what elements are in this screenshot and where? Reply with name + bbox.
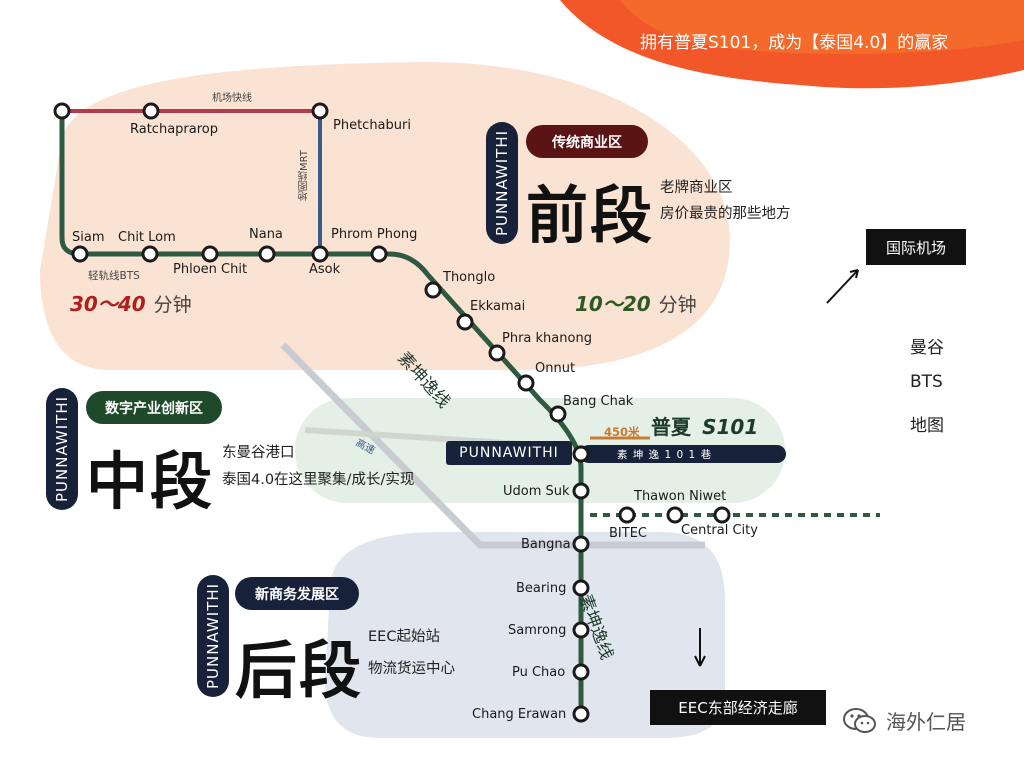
middle-zone-desc-2: 泰国4.0在这里聚集/成长/实现: [222, 472, 415, 488]
legend-item-1: 曼谷: [910, 338, 944, 358]
back-zone-area: [325, 532, 725, 738]
front-zone-title: 前段: [526, 179, 655, 252]
front-zone-desc-1: 老牌商业区: [660, 180, 733, 196]
station-label-bitec: BITEC: [609, 526, 647, 541]
station-label-bang-chak: Bang Chak: [563, 394, 634, 409]
station-dot-bitec: [618, 506, 636, 524]
station-label-central-city: Central City: [681, 523, 758, 538]
station-label-ratchaprarop: Ratchaprarop: [130, 122, 218, 137]
station-dot-central-city: [713, 506, 731, 524]
station-dot-asok: [311, 245, 329, 263]
expressway-line: [280, 342, 705, 549]
station-dot-corner: [53, 102, 71, 120]
middle-zone-title: 中段: [86, 445, 215, 518]
front-zone-pill: 传统商业区: [526, 125, 648, 158]
station-dot-nana: [258, 245, 276, 263]
bts-label: 轻轨线BTS: [88, 270, 140, 282]
station-dot-phra-khanong: [488, 344, 506, 362]
mrt-label: 地图线MRT: [299, 150, 310, 201]
eec-callout: EEC东部经济走廊: [650, 690, 826, 725]
station-label-phrom-phong: Phrom Phong: [331, 227, 418, 242]
legend-item-2: BTS: [910, 372, 943, 392]
station-dot-bang-chak: [549, 405, 567, 423]
station-label-bangna: Bangna: [521, 537, 571, 552]
station-dot-phetchaburi: [311, 102, 329, 120]
project-code: S101: [702, 415, 759, 439]
back-zone-desc-2: 物流货运中心: [368, 661, 455, 677]
back-zone-desc-1: EEC起始站: [368, 629, 440, 645]
airport-link-label: 机场快线: [212, 93, 252, 104]
station-label-bearing: Bearing: [516, 581, 567, 596]
front-time-value: 10～20: [575, 292, 651, 316]
station-dot-phrom-phong: [370, 245, 388, 263]
front-time: 10～20 分钟: [575, 288, 697, 317]
station-dot-phloen-chit: [201, 245, 219, 263]
front-time-unit: 分钟: [658, 294, 697, 316]
project-name: 普夏 S101: [651, 411, 758, 440]
watermark: 海外仁居: [842, 706, 966, 735]
station-dot-samrong: [572, 621, 590, 639]
street-bar: [580, 445, 786, 463]
middle-zone-pill: 数字产业创新区: [86, 391, 222, 424]
middle-zone-desc-1: 东曼谷港口: [222, 445, 295, 461]
bts-line: [59, 111, 584, 714]
station-label-udom-suk: Udom Suk: [503, 484, 570, 499]
header-text: 拥有普夏S101，成为【泰国4.0】的赢家: [640, 33, 949, 53]
station-dot-thawon-niwet: [666, 506, 684, 524]
station-label-phloen-chit: Phloen Chit: [173, 262, 248, 277]
station-label-thawon-niwet: Thawon Niwet: [634, 489, 727, 504]
station-label-siam: Siam: [72, 230, 105, 245]
station-label-onnut: Onnut: [535, 361, 576, 376]
station-label-chang-erawan: Chang Erawan: [472, 707, 567, 722]
back-zone-pill: 新商务发展区: [235, 577, 359, 610]
station-dot-punnawithi: [572, 445, 590, 463]
station-dot-chit-lom: [141, 245, 159, 263]
station-label-phra-khanong: Phra khanong: [502, 331, 592, 346]
station-label-chit-lom: Chit Lom: [118, 230, 176, 245]
front-punnawithi-badge: PUNNAWITHI: [486, 122, 518, 244]
airport-arrow: [826, 269, 859, 304]
station-label-phetchaburi: Phetchaburi: [333, 118, 411, 133]
front-zone-desc-2: 房价最贵的那些地方: [660, 206, 791, 222]
station-dot-bearing: [572, 579, 590, 597]
station-label-samrong: Samrong: [508, 623, 567, 638]
middle-punnawithi-badge: PUNNAWITHI: [46, 388, 78, 510]
station-label-thonglo: Thonglo: [443, 270, 496, 285]
airport-callout: 国际机场: [866, 229, 966, 265]
legend-item-3: 地图: [910, 416, 944, 436]
street-name: 素 坤 逸 1 0 1 巷: [617, 449, 713, 461]
station-dot-pu-chao: [572, 663, 590, 681]
back-punnawithi-badge: PUNNAWITHI: [197, 575, 229, 697]
station-label-asok: Asok: [309, 262, 341, 277]
station-dot-siam: [71, 245, 89, 263]
station-label-punnawithi: PUNNAWITHI: [446, 441, 572, 465]
station-dot-onnut: [517, 374, 535, 392]
watermark-text: 海外仁居: [886, 710, 966, 734]
station-label-ekkamai: Ekkamai: [470, 299, 526, 314]
station-dot-udom-suk: [572, 482, 590, 500]
station-dot-thonglo: [424, 281, 442, 299]
station-dot-ekkamai: [456, 313, 474, 331]
left-time-unit: 分钟: [153, 294, 192, 316]
distance-label: 450米: [604, 425, 640, 439]
left-time: 30～40 分钟: [70, 288, 192, 317]
left-time-value: 30～40: [70, 292, 146, 316]
station-label-pu-chao: Pu Chao: [512, 665, 566, 680]
wechat-icon: [843, 707, 876, 733]
station-dot-ratchaprarop: [142, 102, 160, 120]
station-dot-bangna: [572, 535, 590, 553]
station-dot-chang-erawan: [572, 705, 590, 723]
station-label-nana: Nana: [249, 227, 283, 242]
project-name-cn: 普夏: [651, 415, 691, 439]
back-zone-title: 后段: [235, 634, 364, 707]
